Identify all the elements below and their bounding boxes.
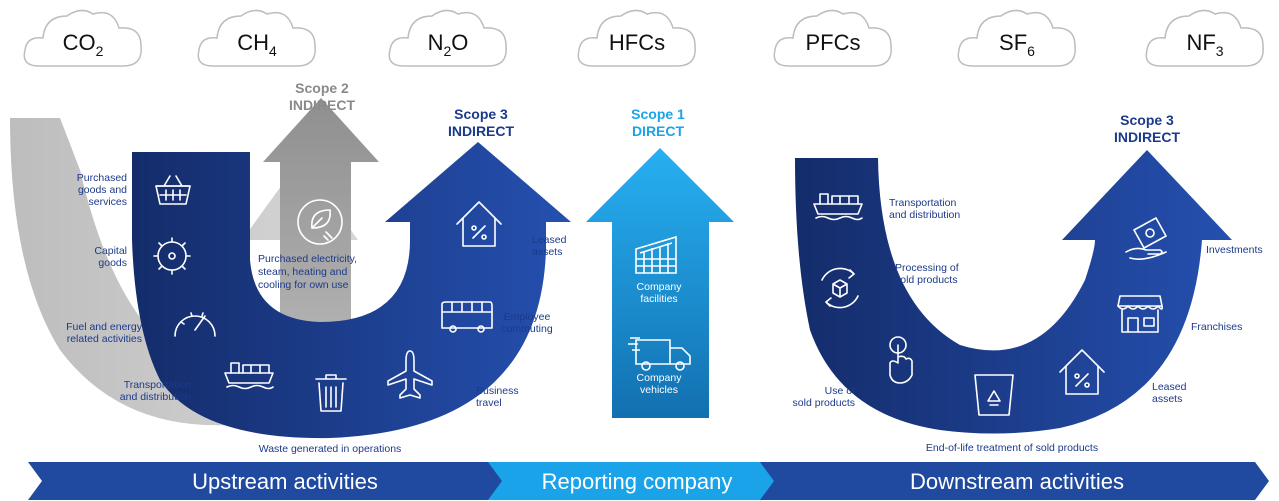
downstream-bar-label: Downstream activities [910, 469, 1124, 494]
gas-cloud: HFCs [577, 9, 696, 67]
ship-icon [224, 362, 274, 390]
store-icon [1117, 295, 1163, 333]
recycle-box-icon [821, 267, 859, 309]
gas-label: PFCs [806, 30, 861, 55]
house-percent-icon [1059, 349, 1105, 395]
gas-label: CO2 [63, 30, 104, 59]
gas-cloud: SF6 [957, 9, 1076, 67]
bus-icon [441, 301, 493, 333]
reporting-bar-label: Reporting company [542, 469, 733, 494]
category-waste: Waste generated in operations [259, 443, 402, 455]
category-end-of-life: End-of-life treatment of sold products [926, 442, 1098, 454]
gas-cloud: CO2 [23, 9, 142, 67]
gas-label: NF3 [1186, 30, 1223, 59]
trash-icon [315, 374, 347, 412]
gas-label: SF6 [999, 30, 1035, 59]
category-purchased-electricity: Purchased electricity,steam, heating and… [258, 253, 357, 291]
upstream-bar-label: Upstream activities [192, 469, 378, 494]
house-percent-icon [456, 201, 502, 247]
downstream-bar [760, 462, 1269, 500]
basket-icon [155, 175, 191, 205]
gas-label: N2O [428, 30, 469, 59]
scope1-arrow [586, 148, 734, 418]
reporting-bar [488, 462, 784, 500]
upstream-bar [28, 462, 512, 500]
gear-icon [153, 237, 191, 275]
money-hand-icon [1125, 217, 1167, 260]
recycle-bin-icon [974, 374, 1014, 416]
gas-cloud: CH4 [197, 9, 316, 67]
category-franchises: Franchises [1191, 321, 1242, 333]
truck-icon [628, 337, 691, 371]
hand-touch-icon [889, 336, 913, 384]
scope2-arrow [263, 98, 379, 345]
gas-label: HFCs [609, 30, 665, 55]
upstream-scope3-u [132, 142, 571, 439]
gas-cloud: N2O [388, 9, 507, 67]
ship-icon [813, 193, 863, 221]
gas-cloud: PFCs [773, 9, 892, 67]
plane-icon [387, 350, 433, 399]
leaf-plug-icon [297, 199, 343, 245]
gauge-icon [174, 312, 216, 337]
gas-cloud: NF3 [1145, 9, 1264, 67]
gas-label: CH4 [237, 30, 277, 59]
downstream-scope3-u [795, 150, 1232, 434]
factory-icon [635, 235, 677, 274]
category-investments: Investments [1206, 244, 1263, 256]
